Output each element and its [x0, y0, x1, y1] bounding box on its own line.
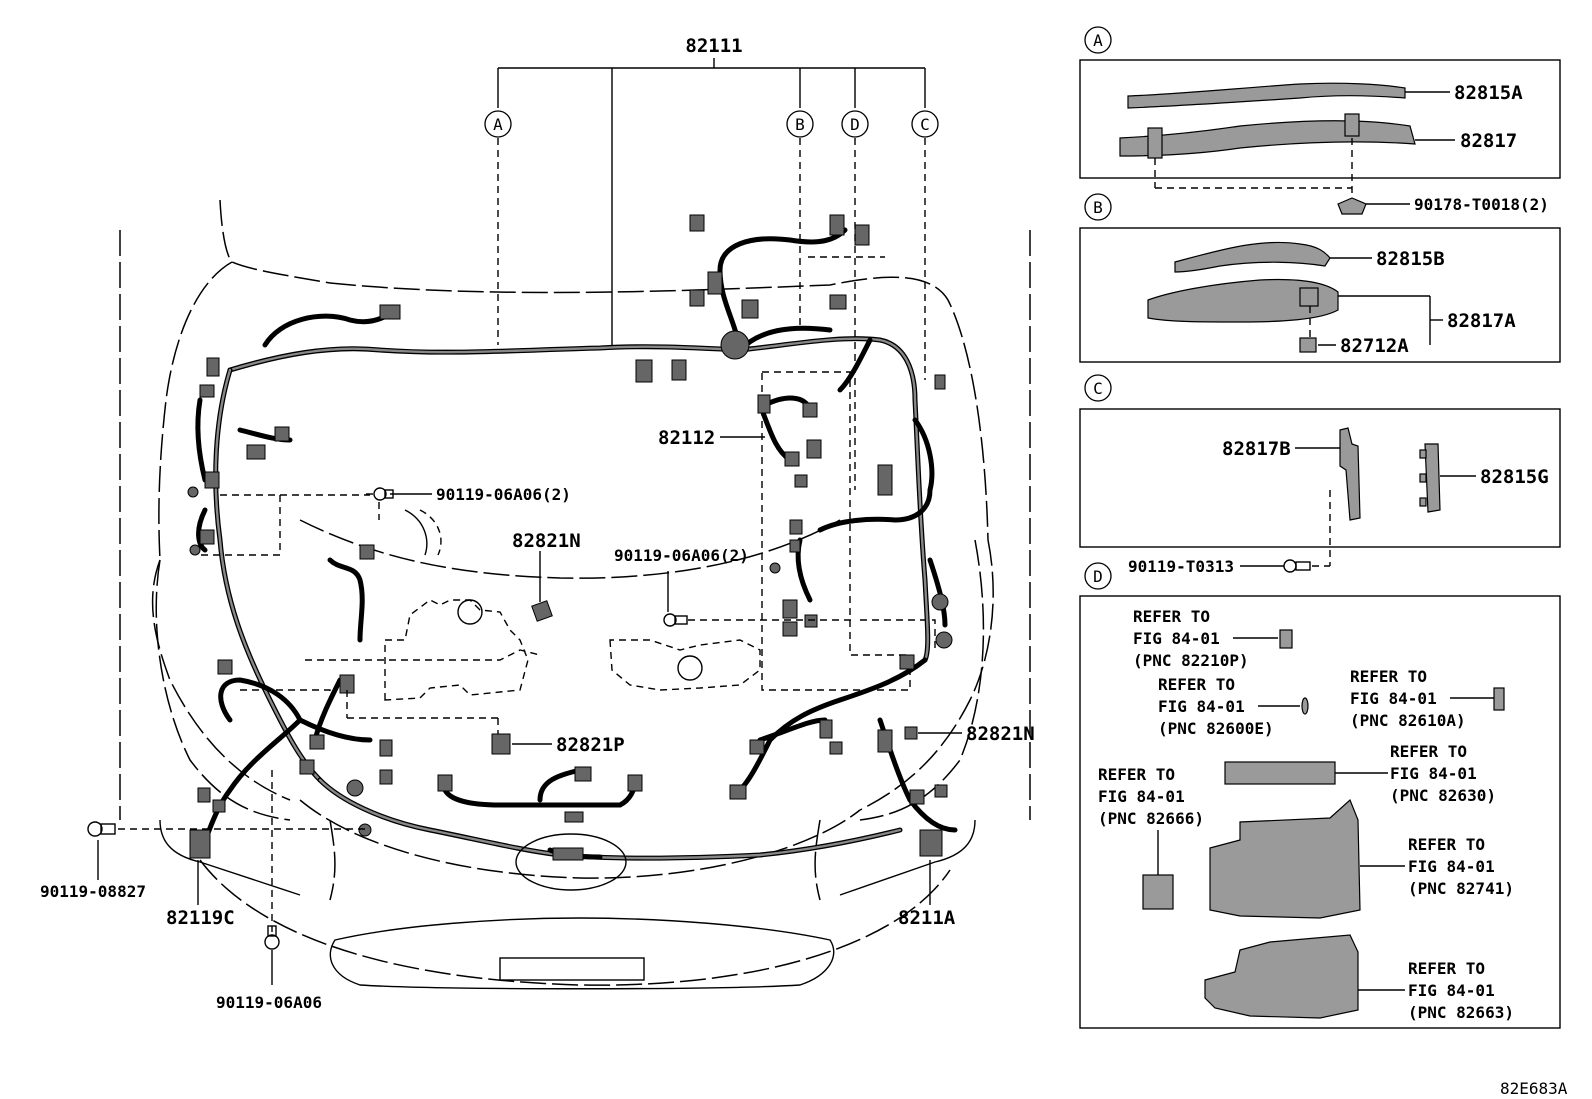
svg-text:C: C	[1093, 379, 1103, 398]
callout-circle-d: D	[841, 110, 869, 138]
svg-text:(PNC 82630): (PNC 82630)	[1390, 786, 1496, 805]
engine-components	[200, 371, 936, 701]
harness-connectors	[187, 214, 953, 861]
svg-text:REFER TO: REFER TO	[1158, 675, 1235, 694]
svg-text:FIG 84-01: FIG 84-01	[1158, 697, 1245, 716]
svg-text:FIG 84-01: FIG 84-01	[1350, 689, 1437, 708]
detail-d: D REFER TO FIG 84-01 (PNC 82210P) REFER …	[1079, 562, 1561, 1029]
highlight-ellipse	[515, 833, 627, 891]
bolt-center-right-icon	[663, 613, 688, 627]
svg-text:(PNC 82210P): (PNC 82210P)	[1133, 651, 1249, 670]
label-82712a: 82712A	[1340, 335, 1409, 357]
vehicle-body-outline	[119, 199, 1031, 990]
svg-text:(PNC 82610A): (PNC 82610A)	[1350, 711, 1466, 730]
label-protector: 82821P	[556, 734, 625, 756]
label-bolt-bottom-left: 90119-08827	[40, 882, 146, 901]
label-harness-main: 82111	[685, 35, 742, 57]
svg-text:REFER TO: REFER TO	[1133, 607, 1210, 626]
svg-text:REFER TO: REFER TO	[1350, 667, 1427, 686]
label-harness-left: 82119C	[166, 907, 235, 929]
callout-leaders	[97, 58, 962, 985]
svg-text:FIG 84-01: FIG 84-01	[1408, 981, 1495, 1000]
svg-text:A: A	[493, 115, 503, 134]
label-harness-sub: 82112	[658, 427, 715, 449]
detail-c: C 82817B 82815G 90119-T0313	[1079, 374, 1561, 576]
svg-text:B: B	[795, 115, 805, 134]
svg-text:D: D	[1093, 567, 1103, 586]
bolts	[87, 487, 688, 950]
detail-b: B 82815B 82817A 82712A	[1079, 193, 1561, 363]
svg-text:D: D	[850, 115, 860, 134]
label-harness-right: 8211A	[898, 907, 956, 929]
bolt-bottom-center-icon	[264, 925, 280, 950]
label-82815g: 82815G	[1480, 466, 1549, 488]
svg-text:FIG 84-01: FIG 84-01	[1133, 629, 1220, 648]
svg-text:(PNC 82663): (PNC 82663)	[1408, 1003, 1514, 1022]
label-82817: 82817	[1460, 130, 1517, 152]
callout-circle-c: C	[911, 110, 939, 138]
label-82815b: 82815B	[1376, 248, 1445, 270]
svg-text:A: A	[1093, 31, 1103, 50]
svg-text:REFER TO: REFER TO	[1408, 959, 1485, 978]
svg-text:REFER TO: REFER TO	[1098, 765, 1175, 784]
label-bolt-bottom-center: 90119-06A06	[216, 993, 322, 1012]
label-bolt-upper-left: 90119-06A06(2)	[436, 485, 571, 504]
figure-code: 82E683A	[1500, 1079, 1568, 1098]
bolt-bottom-left-icon	[87, 821, 116, 837]
label-90178-t0018: 90178-T0018(2)	[1414, 195, 1549, 214]
svg-text:FIG 84-01: FIG 84-01	[1408, 857, 1495, 876]
svg-text:REFER TO: REFER TO	[1390, 742, 1467, 761]
svg-text:C: C	[920, 115, 930, 134]
detail-a: A 82815A 82817 90178-T0018(2)	[1079, 26, 1561, 215]
svg-text:B: B	[1093, 198, 1103, 217]
svg-text:(PNC 82741): (PNC 82741)	[1408, 879, 1514, 898]
svg-text:(PNC 82666): (PNC 82666)	[1098, 809, 1204, 828]
label-82815a: 82815A	[1454, 82, 1523, 104]
svg-text:FIG 84-01: FIG 84-01	[1390, 764, 1477, 783]
svg-text:(PNC 82600E): (PNC 82600E)	[1158, 719, 1274, 738]
label-bolt-center-right: 90119-06A06(2)	[614, 546, 749, 565]
svg-text:FIG 84-01: FIG 84-01	[1098, 787, 1185, 806]
bolt-upper-left-icon	[366, 487, 394, 501]
label-clip-lower-right: 82821N	[966, 723, 1035, 745]
label-90119-t0313: 90119-T0313	[1128, 557, 1234, 576]
svg-text:REFER TO: REFER TO	[1408, 835, 1485, 854]
label-clip-lower-center: 82821N	[512, 530, 581, 552]
label-82817a: 82817A	[1447, 310, 1516, 332]
callout-circle-b: B	[786, 110, 814, 138]
callout-circle-a: A	[484, 110, 512, 138]
label-82817b: 82817B	[1222, 438, 1291, 460]
